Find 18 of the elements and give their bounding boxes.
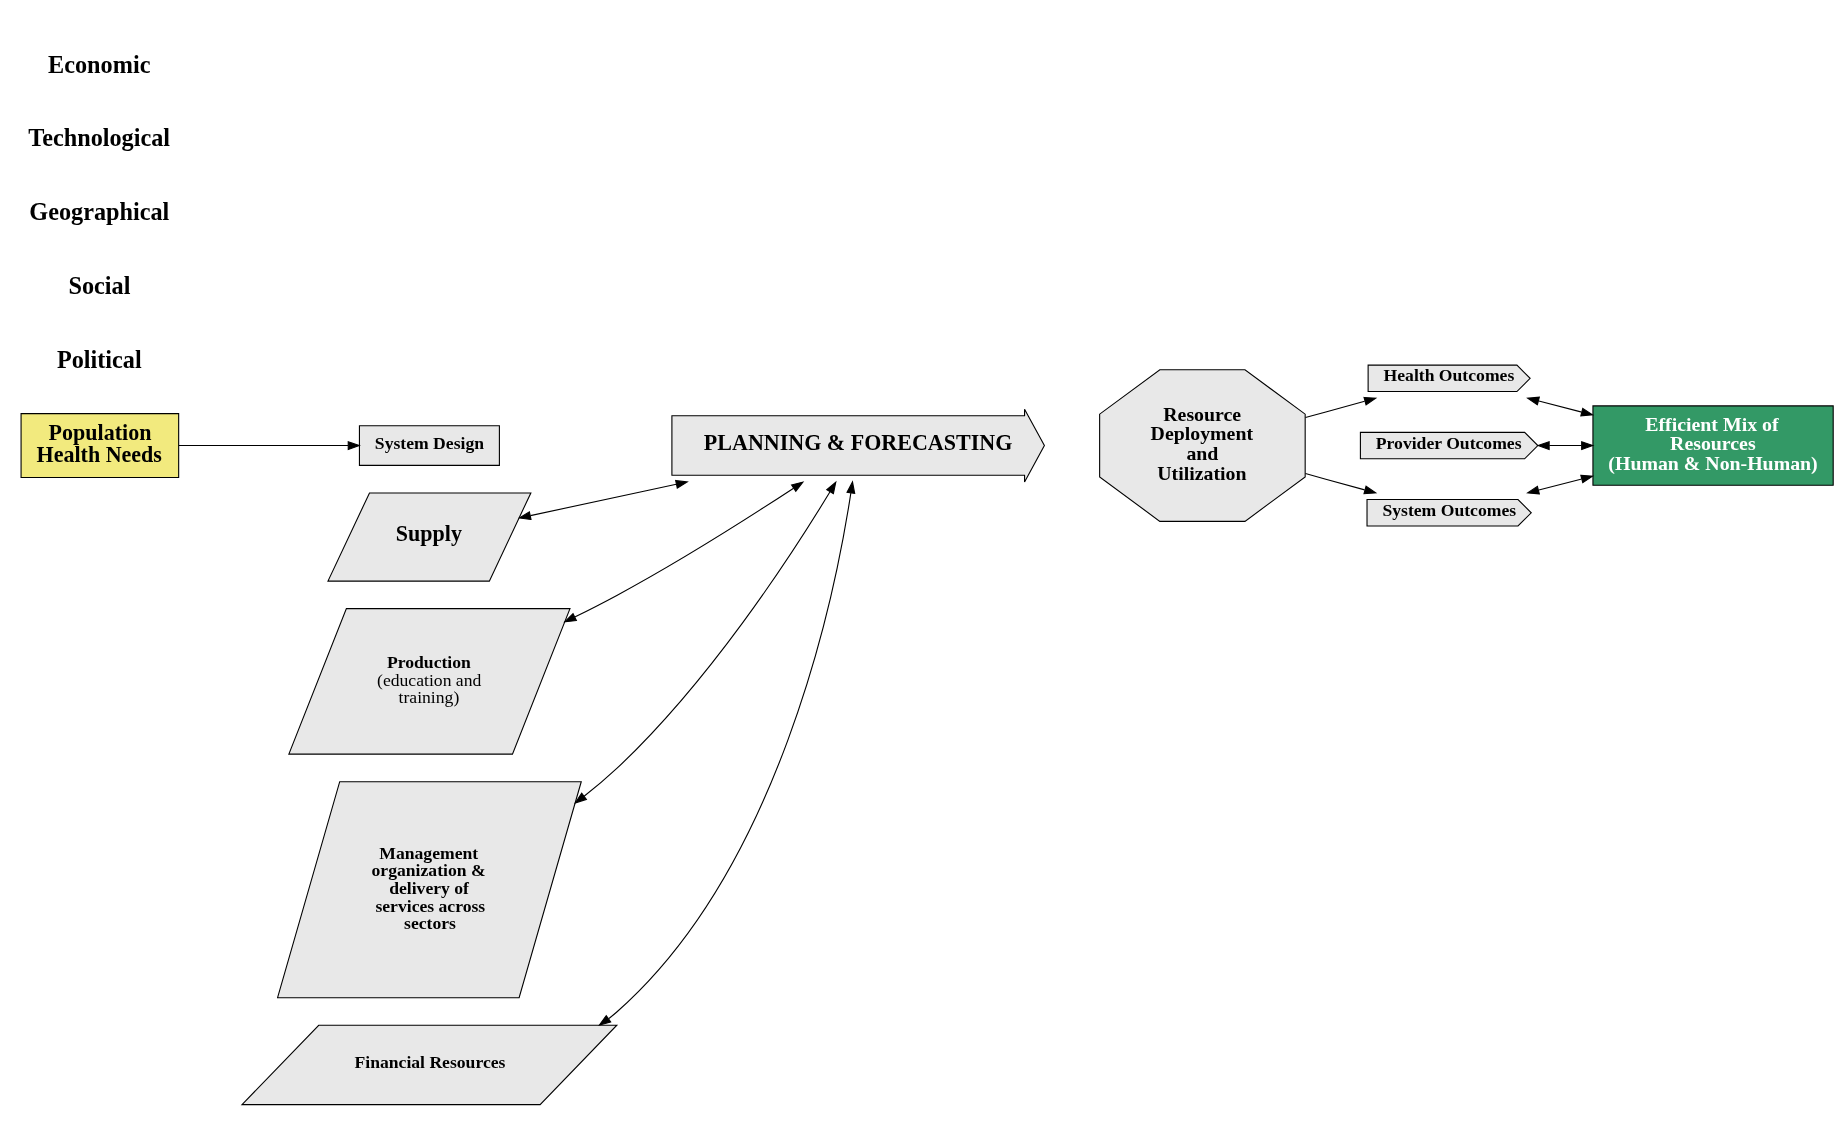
arrow (1536, 440, 1595, 450)
arrow (598, 479, 856, 1026)
arrow (563, 480, 805, 623)
arrow (178, 440, 361, 450)
arrow (517, 479, 689, 520)
node-box: Efficient Mix of Resources (Human & Non-Human) (1592, 404, 1834, 486)
label: Social (68, 271, 131, 299)
arrow (1304, 396, 1378, 418)
label: Economic (48, 50, 151, 78)
arrow (1526, 396, 1595, 416)
label: Political (56, 345, 142, 373)
label: Geographical (29, 197, 170, 225)
arrow (573, 480, 837, 804)
arrow (1304, 472, 1378, 494)
node-box: System Design (358, 424, 500, 466)
node-box: Population Health Needs (20, 412, 180, 478)
arrow (1526, 474, 1595, 494)
label: Technological (28, 123, 171, 151)
